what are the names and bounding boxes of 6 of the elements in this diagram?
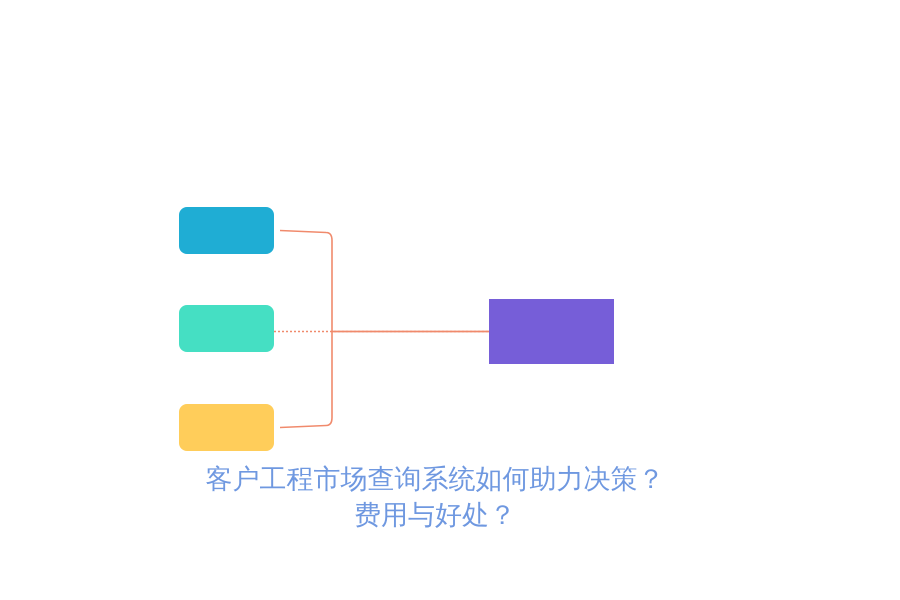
color-box	[179, 404, 274, 451]
color-box	[179, 207, 274, 254]
connector-line	[280, 330, 489, 428]
color-box	[179, 305, 274, 352]
diagram-title: 客户工程市场查询系统如何助力决策？费用与好处？	[204, 463, 666, 533]
color-box	[489, 299, 614, 364]
